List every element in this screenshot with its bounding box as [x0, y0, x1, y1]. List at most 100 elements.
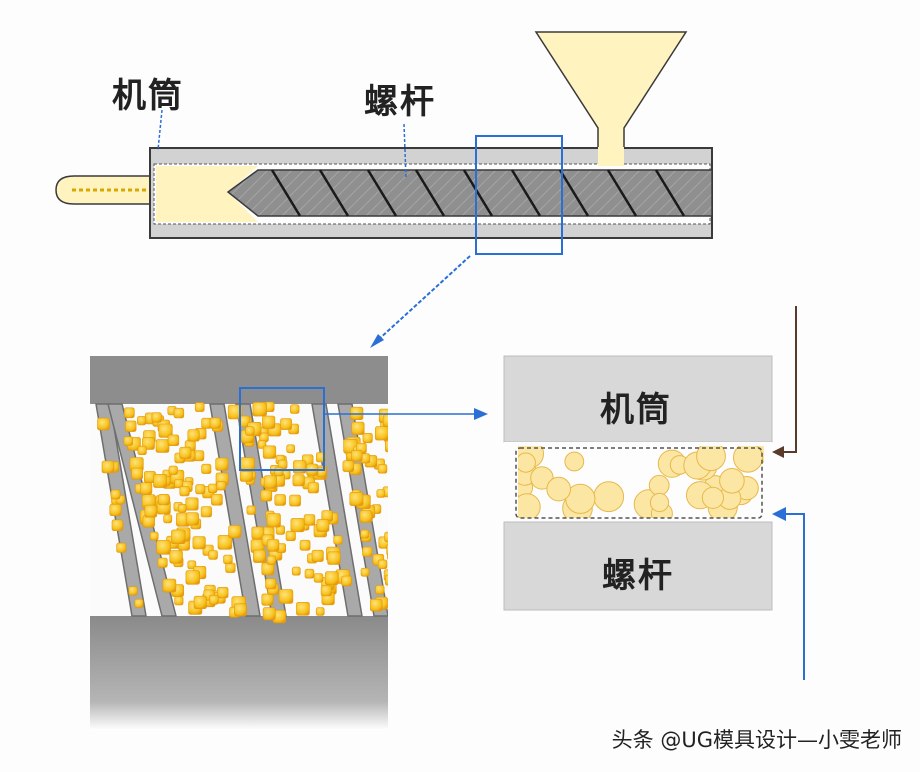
- pellet: [174, 596, 184, 606]
- pellet: [157, 557, 168, 568]
- pellet: [564, 451, 585, 472]
- zoom-pointer-arrow: [370, 334, 384, 348]
- pellet: [251, 526, 265, 540]
- pellet: [174, 479, 184, 489]
- pellet: [162, 578, 177, 593]
- pellet: [274, 494, 286, 506]
- pellet: [156, 540, 171, 555]
- pellet: [234, 603, 247, 617]
- melt-film-outline: [515, 447, 763, 519]
- pellet: [385, 574, 388, 586]
- pellet: [261, 593, 274, 606]
- pellet: [123, 436, 134, 446]
- pellet: [304, 568, 315, 579]
- pellet: [701, 486, 725, 509]
- pellet: [382, 414, 388, 427]
- pellet: [179, 446, 192, 459]
- pellet: [194, 402, 205, 412]
- pellet: [359, 510, 373, 523]
- pellet: [324, 571, 339, 586]
- pellet: [158, 493, 170, 506]
- pellet: [265, 578, 277, 590]
- pellet: [390, 482, 403, 495]
- screw-pointer-line: [403, 123, 407, 179]
- pellet: [386, 543, 388, 556]
- pellet: [375, 426, 388, 441]
- pellet: [393, 473, 405, 485]
- pellet: [415, 595, 424, 604]
- pellet: [405, 502, 419, 516]
- pellet: [169, 550, 183, 564]
- pellet: [192, 536, 206, 550]
- barrel-label-top: 机筒: [112, 76, 184, 116]
- pellet: [144, 504, 158, 518]
- screw-label-zoom: 螺杆: [602, 556, 674, 596]
- pellet: [227, 404, 243, 420]
- pellet: [649, 492, 670, 513]
- pellet: [420, 592, 431, 603]
- pellet: [274, 466, 284, 477]
- pellet: [360, 529, 370, 539]
- pellet: [208, 483, 218, 493]
- pellet: [396, 577, 408, 589]
- pellet: [185, 512, 199, 526]
- pellet: [400, 569, 413, 582]
- pellet: [315, 607, 325, 616]
- pellet: [362, 432, 373, 444]
- pellet: [313, 573, 324, 583]
- pellet: [341, 575, 352, 587]
- pellet: [217, 535, 233, 550]
- screw-magnified-view: [90, 356, 431, 730]
- pellet: [266, 555, 277, 565]
- pellet: [185, 497, 199, 511]
- pellet: [125, 420, 137, 432]
- pellet: [390, 456, 398, 464]
- pellet: [211, 493, 223, 506]
- pellet: [109, 503, 122, 516]
- pellet: [177, 503, 187, 513]
- pellet: [530, 466, 554, 490]
- screw-rotation-arrow: [772, 507, 805, 680]
- pellet: [398, 587, 409, 598]
- pellet: [128, 586, 138, 596]
- pellet: [733, 446, 763, 473]
- pellet: [97, 417, 110, 431]
- pellet: [413, 566, 422, 575]
- pellet: [167, 434, 180, 446]
- plastic-pellets-zoom: [518, 446, 764, 518]
- pellet: [195, 484, 206, 495]
- pellet: [187, 429, 200, 442]
- pellet: [518, 493, 541, 518]
- pellet: [266, 513, 281, 528]
- zoom-barrel-block: [503, 355, 773, 443]
- pellet: [223, 554, 233, 565]
- pellet: [292, 460, 307, 474]
- screw-label-top: 螺杆: [364, 82, 436, 122]
- zoom-pointer-line: [377, 255, 471, 341]
- pellet: [134, 598, 144, 608]
- pellet: [168, 465, 178, 475]
- pellet: [225, 562, 236, 573]
- pellet: [200, 506, 212, 518]
- pellet: [410, 536, 424, 550]
- pellet: [696, 446, 726, 472]
- pellet: [116, 542, 127, 553]
- pellet: [151, 412, 162, 423]
- pellet: [311, 549, 324, 562]
- pellet: [518, 452, 536, 473]
- pellet: [262, 415, 276, 429]
- pellet: [362, 546, 373, 557]
- pellet: [215, 457, 229, 471]
- pellet: [369, 598, 383, 612]
- pellet: [377, 464, 388, 474]
- pellet: [299, 539, 311, 551]
- pellet: [351, 449, 363, 462]
- pellet: [349, 491, 364, 506]
- pellet: [351, 421, 365, 435]
- pellet: [387, 550, 388, 560]
- pellet: [303, 514, 316, 526]
- pellet: [208, 550, 218, 560]
- pellet: [292, 474, 305, 487]
- pellet: [333, 535, 343, 545]
- pellet: [719, 468, 745, 494]
